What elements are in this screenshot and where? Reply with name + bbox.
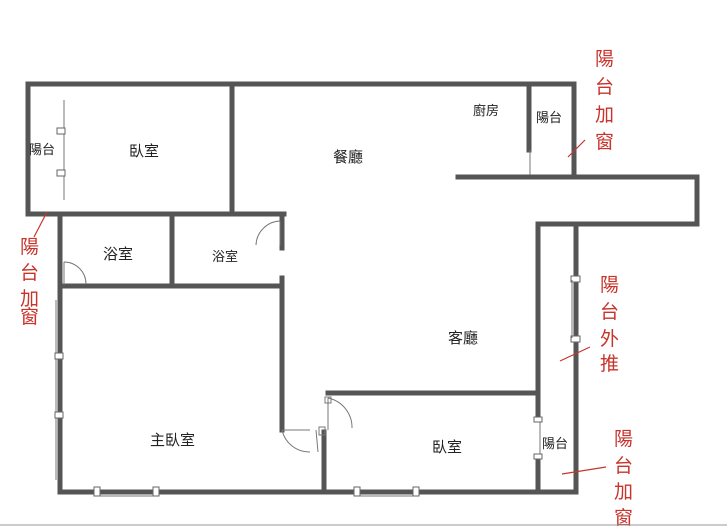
label-kitchen: 廚房 bbox=[473, 103, 499, 119]
window-mark bbox=[570, 275, 581, 283]
annotation-leader bbox=[33, 211, 48, 238]
door-master bbox=[281, 429, 319, 453]
doors bbox=[63, 220, 353, 453]
annotation-char: 窗 bbox=[614, 507, 633, 529]
window-mark bbox=[412, 486, 420, 497]
annotation-char: 台 bbox=[20, 262, 39, 284]
annotation-char: 陽 bbox=[595, 48, 614, 70]
annotation-char: 推 bbox=[600, 353, 619, 375]
door-frame bbox=[318, 426, 326, 436]
window-mark bbox=[56, 169, 66, 177]
annotation-char: 外 bbox=[600, 328, 619, 350]
label-bathroom-right: 浴室 bbox=[212, 249, 238, 265]
annotation-char: 加 bbox=[614, 481, 633, 503]
walls bbox=[25, 81, 700, 495]
label-bedroom-top: 臥室 bbox=[129, 142, 159, 160]
label-master-bedroom: 主臥室 bbox=[150, 431, 195, 449]
annotation-char: 窗 bbox=[20, 306, 39, 328]
annotation-char: 台 bbox=[614, 455, 633, 477]
annotation-char: 陽 bbox=[600, 274, 619, 296]
label-balcony-top: 陽台 bbox=[536, 111, 562, 126]
annotation-leader bbox=[567, 139, 586, 158]
label-balcony-left: 陽台 bbox=[29, 143, 55, 158]
window-mark bbox=[93, 486, 101, 497]
annotation-bottom-right: 陽 台 加 窗 bbox=[561, 428, 633, 529]
window-mark bbox=[353, 486, 361, 497]
windows bbox=[54, 100, 581, 497]
annotation-top-right: 陽 台 加 窗 bbox=[567, 48, 614, 158]
annotation-left: 陽 台 加 窗 bbox=[20, 211, 48, 328]
label-bedroom-bottom: 臥室 bbox=[432, 438, 462, 456]
door-bath-left bbox=[63, 261, 87, 285]
annotation-char: 台 bbox=[595, 76, 614, 98]
window-mark bbox=[54, 352, 64, 360]
window-mark bbox=[570, 335, 581, 343]
door-frame bbox=[324, 396, 332, 404]
door-bedroom bbox=[327, 397, 353, 430]
annotation-right-middle: 陽 台 外 推 bbox=[559, 274, 619, 375]
annotation-char: 陽 bbox=[20, 236, 39, 258]
window-mark bbox=[533, 453, 543, 460]
label-living: 客廳 bbox=[448, 329, 478, 347]
annotation-char: 窗 bbox=[595, 131, 614, 153]
annotations: 陽 台 加 窗 陽 台 加 窗 陽 台 外 推 陽 台 加 窗 bbox=[20, 48, 633, 529]
label-dining: 餐廳 bbox=[333, 148, 363, 166]
window-mark bbox=[152, 486, 160, 497]
annotation-char: 台 bbox=[600, 301, 619, 323]
annotation-char: 加 bbox=[20, 288, 39, 310]
window-mark bbox=[533, 416, 543, 423]
window-mark bbox=[54, 411, 64, 419]
annotation-char: 陽 bbox=[614, 428, 633, 450]
annotation-char: 加 bbox=[595, 104, 614, 126]
annotation-leader bbox=[561, 466, 607, 475]
annotation-leader bbox=[559, 346, 591, 362]
label-balcony-bottom: 陽台 bbox=[542, 437, 568, 452]
room-labels: 臥室 餐廳 廚房 陽台 陽台 浴室 浴室 客廳 主臥室 臥室 陽台 bbox=[29, 103, 568, 456]
door-bath-right bbox=[255, 220, 281, 246]
window-mark bbox=[56, 127, 66, 135]
label-bathroom-left: 浴室 bbox=[103, 245, 133, 263]
